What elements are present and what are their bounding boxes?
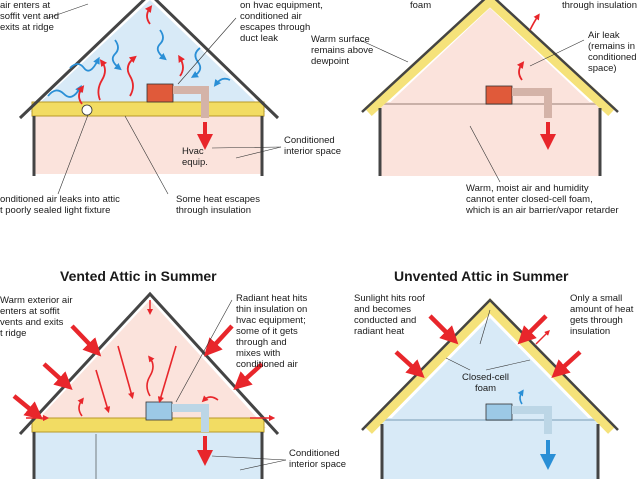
label-through-insulation: through insulation xyxy=(562,0,637,11)
label-hvac-duct-leak: on hvac equipment, conditioned air escap… xyxy=(240,0,323,44)
attic-space xyxy=(30,0,266,112)
hvac-unit xyxy=(485,85,513,105)
foam-layer xyxy=(364,0,616,117)
label-warm-moist-air: Warm, moist air and humidity cannot ente… xyxy=(466,183,619,216)
label-hvac-equip: Hvac equip. xyxy=(182,146,208,168)
label-warm-exterior-air: Warm exterior air enters at soffit vents… xyxy=(0,295,73,339)
hvac-unit xyxy=(485,403,513,421)
light-fixture xyxy=(81,104,93,116)
interior-space xyxy=(34,112,262,174)
hvac-unit xyxy=(145,401,173,421)
label-heat-escapes: Some heat escapes through insulation xyxy=(176,194,260,216)
roof-line xyxy=(361,0,619,113)
title-vented-summer: Vented Attic in Summer xyxy=(60,268,217,284)
label-small-heat: Only a small amount of heat gets through… xyxy=(570,293,634,337)
label-conditioned-interior: Conditioned interior space xyxy=(284,135,342,157)
label-closed-cell-foam: Closed-cell foam xyxy=(462,372,509,394)
label-warm-surface: Warm surface remains above dewpoint xyxy=(311,34,374,67)
label-air-leaks-attic: onditioned air leaks into attic t poorly… xyxy=(0,194,120,216)
roof-line xyxy=(18,0,280,120)
label-sunlight-hits-roof: Sunlight hits roof and becomes conducted… xyxy=(354,293,425,337)
panel-unvented-summer xyxy=(361,298,619,479)
label-air-enters: air enters at soffit vent and exits at r… xyxy=(0,0,59,33)
ceiling-insulation xyxy=(31,101,265,117)
title-unvented-summer: Unvented Attic in Summer xyxy=(394,268,569,284)
label-conditioned-interior-summer: Conditioned interior space xyxy=(289,448,347,470)
panel-vented-winter xyxy=(18,0,282,195)
label-foam: foam xyxy=(410,0,432,11)
duct xyxy=(173,86,209,118)
panel-unvented-winter xyxy=(359,0,619,183)
label-air-leak: Air leak (remains in conditioned space) xyxy=(588,30,637,74)
label-radiant-heat: Radiant heat hits thin insulation on hva… xyxy=(236,293,308,370)
panel-vented-summer xyxy=(12,291,287,479)
hvac-unit xyxy=(146,83,174,103)
